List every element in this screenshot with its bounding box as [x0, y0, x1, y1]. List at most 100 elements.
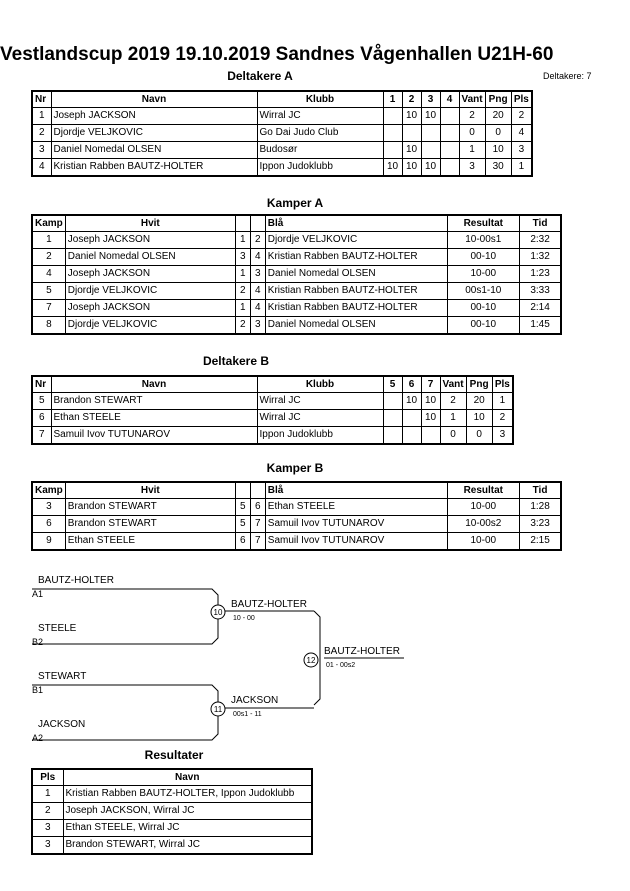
col-header: Blå [264, 481, 448, 499]
bracket-match-10: 10 [214, 608, 223, 617]
table-cell: 20 [484, 107, 512, 125]
table-cell: 4 [31, 265, 66, 283]
table-cell: 2 [31, 248, 66, 266]
table-cell: 6 [249, 498, 266, 516]
table-cell: Joseph JACKSON [50, 107, 258, 125]
bracket-semi2-winner: JACKSON [231, 695, 279, 706]
table-cell: 10 [465, 409, 493, 427]
table-cell: Wirral JC [256, 409, 384, 427]
table-cell: 1 [439, 409, 467, 427]
table-cell: 3 [31, 819, 64, 837]
table-cell: 1 [31, 231, 66, 249]
table-cell: 3 [491, 426, 514, 445]
table-cell: Samuil Ivov TUTUNAROV [264, 515, 448, 533]
table-cell: 00s1-10 [446, 282, 520, 300]
table-cell [439, 158, 460, 177]
table-cell: 5 [234, 515, 251, 533]
bracket-semi1-top-seed: A1 [32, 589, 44, 599]
table-cell: 1:32 [518, 248, 562, 266]
table-cell: 4 [510, 124, 533, 142]
table-cell: Brandon STEWART [64, 515, 236, 533]
col-header: Tid [518, 481, 562, 499]
group-a-header-row: Nr Navn Klubb 1 2 3 4 Vant Png Pls [31, 90, 533, 108]
table-cell: Daniel Nomedal OLSEN [264, 265, 448, 283]
bracket-lines: 10 11 12 [32, 588, 404, 741]
table-cell: Djordje VELJKOVIC [64, 316, 236, 335]
bracket-semi1-bottom-name: STEELE [38, 623, 77, 634]
col-header: Vant [439, 375, 467, 393]
table-cell [382, 124, 403, 142]
table-cell: 0 [458, 124, 486, 142]
col-header: Navn [62, 768, 313, 786]
col-header: 2 [401, 90, 422, 108]
table-cell: 6 [234, 532, 251, 551]
table-cell [439, 124, 460, 142]
table-cell: Djordje VELJKOVIC [264, 231, 448, 249]
table-cell: Djordje VELJKOVIC [64, 282, 236, 300]
table-cell: 5 [234, 498, 251, 516]
col-header: Resultat [446, 214, 520, 232]
col-header: Nr [31, 375, 52, 393]
table-cell: 30 [484, 158, 512, 177]
bracket-semi1-score: 10 - 00 [233, 615, 255, 622]
table-cell: 00-10 [446, 316, 520, 335]
table-cell: 2:15 [518, 532, 562, 551]
col-header: Tid [518, 214, 562, 232]
table-cell: 5 [31, 282, 66, 300]
table-cell: 10 [420, 158, 441, 177]
table-cell: Joseph JACKSON [64, 265, 236, 283]
table-cell: 2 [234, 316, 251, 335]
table-cell: 1 [510, 158, 533, 177]
col-header: Resultat [446, 481, 520, 499]
table-cell [382, 141, 403, 159]
col-header: Hvit [64, 214, 236, 232]
table-cell: Daniel Nomedal OLSEN [264, 316, 448, 335]
col-header: Pls [491, 375, 514, 393]
bracket-semi2-top-seed: B1 [32, 685, 44, 695]
table-cell [382, 409, 403, 427]
participants-count: Deltakere: 7 [543, 71, 592, 81]
matches-a-title: Kamper A [266, 196, 324, 210]
col-header: 1 [382, 90, 403, 108]
table-cell: 7 [31, 299, 66, 317]
table-cell: Kristian Rabben BAUTZ-HOLTER [264, 248, 448, 266]
table-cell: Brandon STEWART [50, 392, 258, 410]
table-cell: 3 [249, 265, 266, 283]
results-header-row: Pls Navn [31, 768, 313, 786]
col-header: 3 [420, 90, 441, 108]
table-cell: 1 [31, 785, 64, 803]
table-cell: 10 [401, 158, 422, 177]
table-cell: 3 [249, 316, 266, 335]
col-header: Blå [264, 214, 448, 232]
table-cell: 4 [31, 158, 52, 177]
table-cell [439, 141, 460, 159]
table-cell: Kristian Rabben BAUTZ-HOLTER [264, 299, 448, 317]
table-cell: 0 [484, 124, 512, 142]
col-header: Pls [510, 90, 533, 108]
bracket-semi2-bottom-seed: A2 [32, 733, 44, 743]
table-cell: 2 [31, 124, 52, 142]
table-cell: Wirral JC [256, 107, 384, 125]
table-cell: 1:28 [518, 498, 562, 516]
table-cell: 1 [491, 392, 514, 410]
col-header: 7 [420, 375, 441, 393]
table-cell: 7 [31, 426, 52, 445]
table-cell: Djordje VELJKOVIC [50, 124, 258, 142]
group-a-title: Deltakere A [227, 69, 293, 83]
col-header: Hvit [64, 481, 236, 499]
col-header: Kamp [31, 214, 66, 232]
bracket-semi1-winner: BAUTZ-HOLTER [231, 599, 307, 610]
table-cell: Ethan STEELE [50, 409, 258, 427]
